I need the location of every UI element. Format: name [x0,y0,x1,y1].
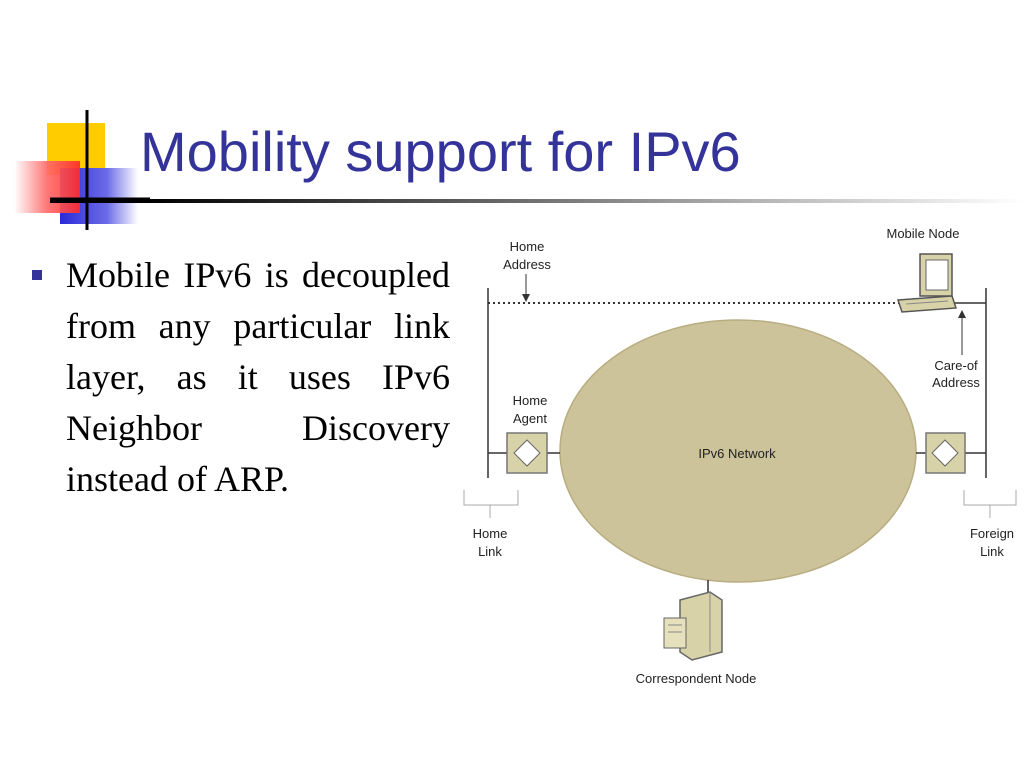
home-agent-label-2: Agent [513,411,547,426]
foreign-link-label-1: Foreign [970,526,1014,541]
home-link-label-1: Home [473,526,508,541]
laptop-icon [896,253,958,313]
bullet-list: Mobile IPv6 is decoupled from any partic… [30,250,450,505]
router-icon [925,432,966,474]
bullet-square-icon [32,270,42,280]
network-label: IPv6 Network [698,446,776,461]
title-underline [50,199,1024,203]
home-address-label-2: Address [503,257,551,272]
ipv6-network-ellipse [559,319,917,583]
server-icon [663,591,723,661]
mobile-ipv6-diagram: IPv6 Network Home Address Mobile Node Ca… [463,226,1017,686]
router-icon [506,432,548,474]
slide-title: Mobility support for IPv6 [140,120,741,183]
care-of-label-1: Care-of [934,358,978,373]
correspondent-node-label: Correspondent Node [636,671,757,686]
logo-decoration [14,110,150,230]
bullet-item: Mobile IPv6 is decoupled from any partic… [30,250,450,505]
home-agent-label-1: Home [513,393,548,408]
mobile-node-label: Mobile Node [887,226,960,241]
bullet-text: Mobile IPv6 is decoupled from any partic… [66,255,450,499]
home-link-label-2: Link [478,544,502,559]
home-address-label-1: Home [510,239,545,254]
care-of-label-2: Address [932,375,980,390]
logo-red-square [14,161,80,213]
foreign-link-label-2: Link [980,544,1004,559]
